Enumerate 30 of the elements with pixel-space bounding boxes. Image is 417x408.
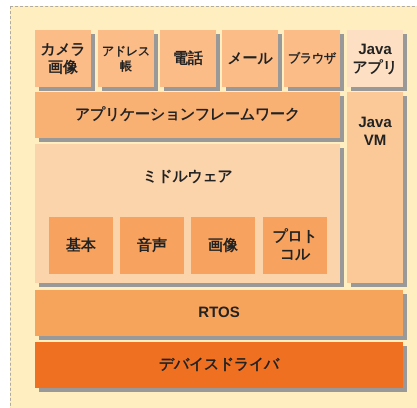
os-layer: [35, 290, 403, 336]
app-box: [347, 30, 403, 87]
driver-layer: [35, 342, 403, 388]
module-box: [191, 217, 255, 274]
box-label: デバイスドライバ: [159, 356, 279, 374]
box-label: Java VM: [357, 114, 393, 150]
box-label: 画像: [208, 236, 238, 254]
app-box: [160, 30, 216, 87]
app-box: [222, 30, 278, 87]
box-label: Java アプリ: [352, 40, 398, 76]
box-label: RTOS: [198, 304, 240, 322]
module-box: [120, 217, 184, 274]
box-label: メール: [228, 50, 272, 68]
box-label: 基本: [66, 236, 96, 254]
framework-layer: [35, 92, 340, 138]
middleware-layer: [35, 144, 340, 283]
vm-layer: [347, 92, 403, 283]
box-label: カメラ画像: [40, 40, 86, 76]
box-label: プロトコル: [272, 228, 318, 264]
app-box: [98, 30, 154, 87]
box-label: 電話: [173, 50, 203, 68]
box-label: アプリケーションフレームワーク: [75, 106, 300, 124]
module-box: [49, 217, 113, 274]
box-label: ブラウザ: [288, 51, 336, 66]
app-box: [35, 30, 91, 87]
app-box: [284, 30, 340, 87]
box-label: 音声: [137, 236, 167, 254]
module-box: [263, 217, 327, 274]
box-label: アドレス帳: [101, 44, 151, 73]
layer-heading: ミドルウェア: [142, 168, 232, 186]
